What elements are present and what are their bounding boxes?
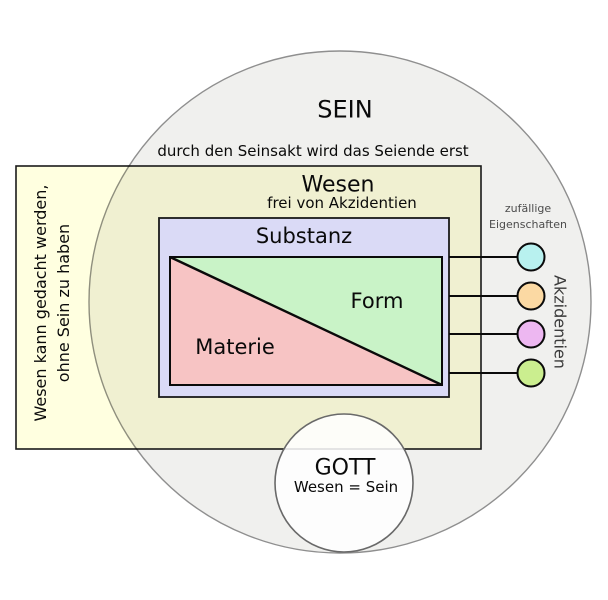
- sein-caption: durch den Seinsakt wird das Seiende erst: [157, 142, 469, 161]
- materie-label: Materie: [195, 334, 275, 359]
- akzidentien-caption-line1: zufällige: [504, 202, 552, 216]
- gott-circle: [274, 413, 414, 553]
- form-materie-border: [169, 256, 443, 386]
- wesen-subtitle: frei von Akzidentien: [267, 194, 417, 213]
- akzidentien-dot-violet: [516, 319, 546, 349]
- form-materie-diagonal: [169, 255, 443, 387]
- wesen-side-note-line1: Wesen kann gedacht werden,: [30, 184, 50, 422]
- akzidentien-dot-lime: [516, 358, 546, 388]
- gott-subtitle: Wesen = Sein: [293, 478, 399, 497]
- gott-label: GOTT: [314, 455, 376, 481]
- wesen-label: Wesen: [301, 172, 375, 198]
- substanz-label: Substanz: [255, 223, 353, 248]
- sein-label: SEIN: [317, 95, 373, 124]
- wesen-side-note-line2: ohne Sein zu haben: [54, 223, 73, 383]
- akzidentien-side-label: Akzidentien: [550, 275, 570, 369]
- akzidentien-caption-line2: Eigenschaften: [489, 218, 567, 231]
- akzidentien-dot-peach: [516, 281, 546, 311]
- akzidentien-caption: zufällige Eigenschaften: [489, 201, 567, 233]
- akzidentien-dot-cyan: [516, 242, 546, 272]
- form-label: Form: [350, 288, 404, 313]
- wesen-side-note: Wesen kann gedacht werden, ohne Sein zu …: [29, 185, 75, 422]
